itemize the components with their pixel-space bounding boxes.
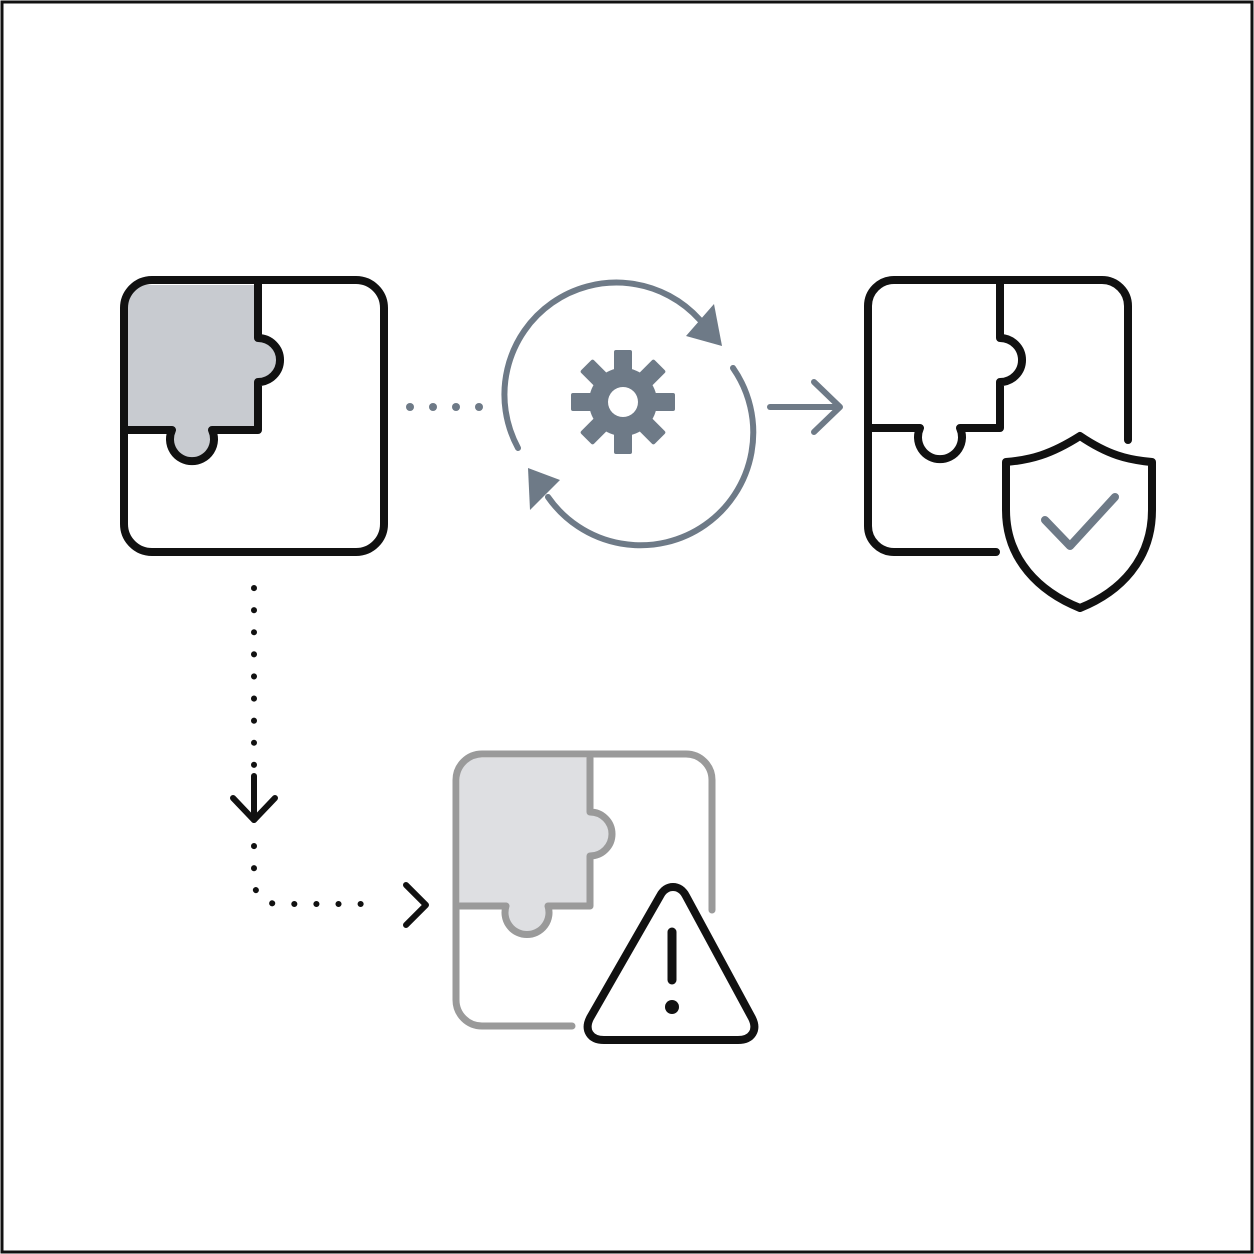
connector-dotted-horizontal [406,403,483,411]
check-mark [1041,493,1119,550]
refresh-arc-bottom [545,365,757,549]
connector-dotted-elbow [230,585,429,928]
faded-module-seam [456,754,616,939]
source-module-seam [122,280,284,466]
arrow-down-icon [230,773,278,823]
source-module-frame [120,276,388,556]
refresh-arrowhead-bottom [528,468,560,510]
source-module-filled-piece [127,285,281,462]
warning-triangle-icon [583,883,759,1044]
arrow-right-icon [767,379,843,435]
warning-exclamation-dot [665,1000,679,1014]
refresh-arrowhead-top [686,304,722,346]
faded-module-filled-piece [459,758,612,935]
secured-module-seam [868,280,1026,464]
shield-check-icon [1002,432,1156,612]
faded-module-frame [452,750,716,1030]
gear-refresh-icon [501,279,757,549]
refresh-arc-top [501,279,703,451]
source-module [120,276,388,556]
secured-module-frame [864,276,1132,556]
arrow-right-small-icon [403,882,429,928]
shield-outline [1002,432,1156,612]
gear-icon [571,350,675,454]
secured-module [864,276,1156,612]
faded-module [452,750,759,1044]
